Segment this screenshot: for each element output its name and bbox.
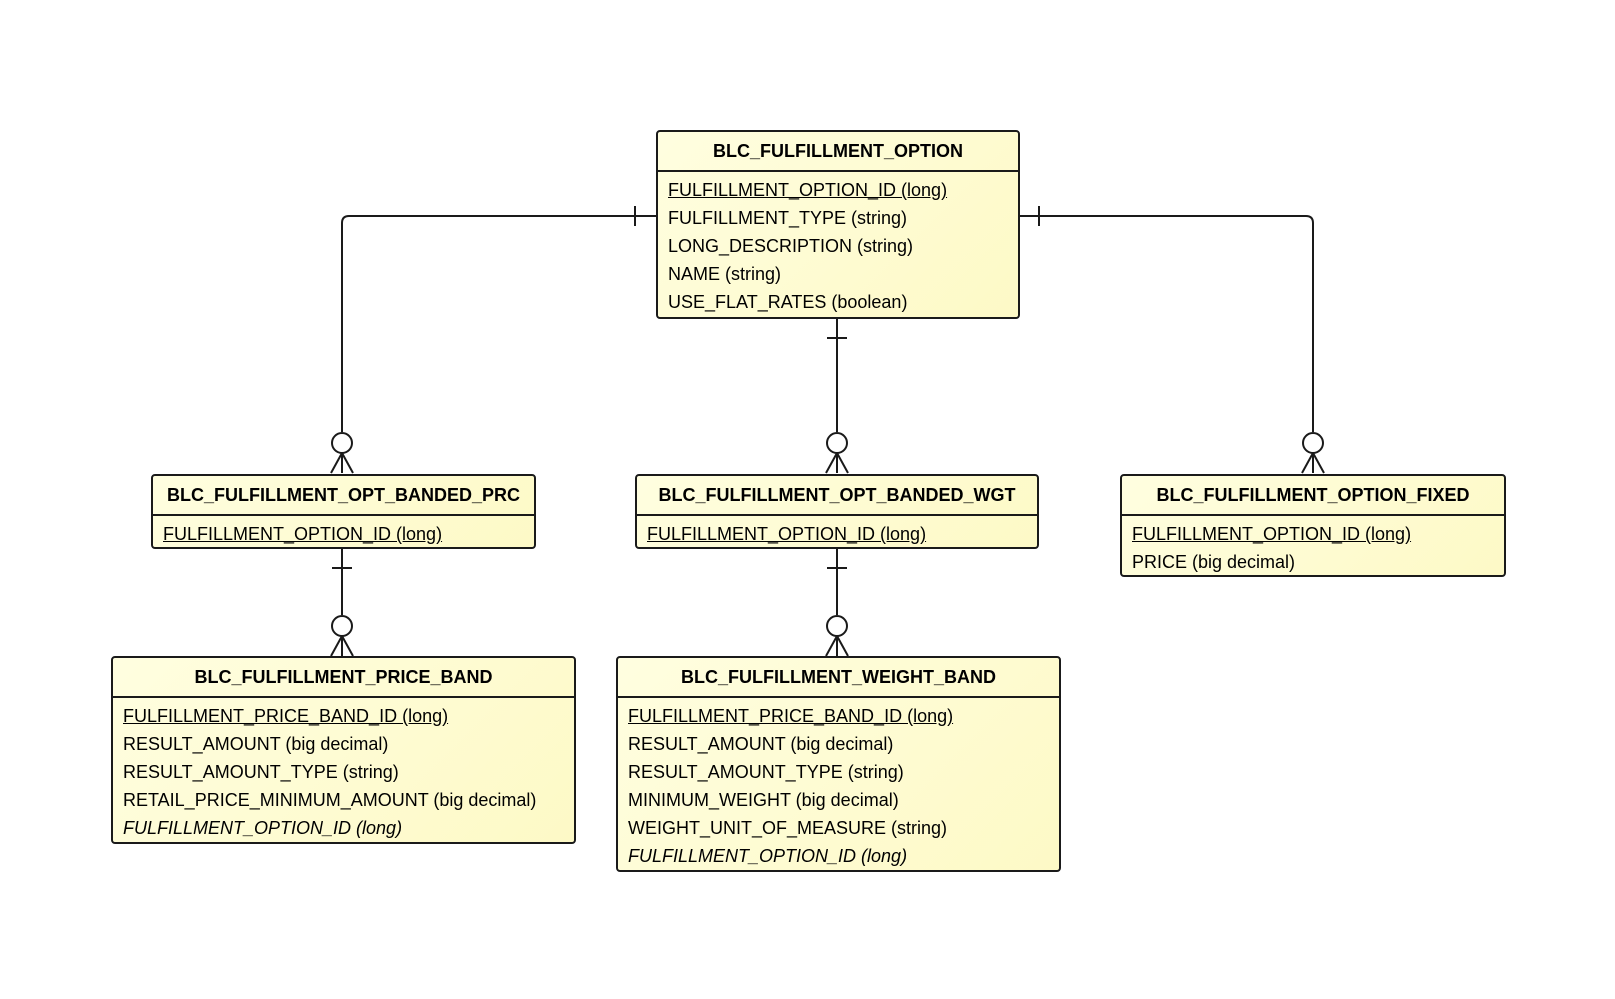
entity-fulfillment-opt-banded-wgt[interactable]: BLC_FULFILLMENT_OPT_BANDED_WGT FULFILLME… xyxy=(635,474,1039,549)
entity-title: BLC_FULFILLMENT_OPT_BANDED_PRC xyxy=(153,476,534,516)
relationship-banded-prc-price-band xyxy=(330,547,354,657)
entity-field: RESULT_AMOUNT (big decimal) xyxy=(628,734,894,754)
entity-fulfillment-option[interactable]: BLC_FULFILLMENT_OPTION FULFILLMENT_OPTIO… xyxy=(656,130,1020,319)
entity-fulfillment-price-band[interactable]: BLC_FULFILLMENT_PRICE_BAND FULFILLMENT_P… xyxy=(111,656,576,844)
relationship-option-option-fixed xyxy=(1018,206,1325,474)
entity-field: PRICE (big decimal) xyxy=(1132,552,1296,572)
entity-field-primary-key: FULFILLMENT_PRICE_BAND_ID (long) xyxy=(123,706,449,726)
entity-field-primary-key: FULFILLMENT_PRICE_BAND_ID (long) xyxy=(628,706,954,726)
relationship-option-banded-wgt xyxy=(825,317,849,474)
entity-title: BLC_FULFILLMENT_PRICE_BAND xyxy=(113,658,574,698)
entity-field-primary-key: FULFILLMENT_OPTION_ID (long) xyxy=(647,524,927,544)
entity-field-primary-key: FULFILLMENT_OPTION_ID (long) xyxy=(163,524,443,544)
entity-field: NAME (string) xyxy=(668,264,782,284)
entity-title: BLC_FULFILLMENT_OPTION xyxy=(658,132,1018,172)
entity-field: LONG_DESCRIPTION (string) xyxy=(668,236,914,256)
entity-field: RETAIL_PRICE_MINIMUM_AMOUNT (big decimal… xyxy=(123,790,537,810)
entity-field: FULFILLMENT_TYPE (string) xyxy=(668,208,908,228)
entity-field: WEIGHT_UNIT_OF_MEASURE (string) xyxy=(628,818,948,838)
entity-field: RESULT_AMOUNT_TYPE (string) xyxy=(628,762,904,782)
entity-field: MINIMUM_WEIGHT (big decimal) xyxy=(628,790,899,810)
relationship-banded-wgt-weight-band xyxy=(825,547,849,657)
entity-title: BLC_FULFILLMENT_OPT_BANDED_WGT xyxy=(637,476,1037,516)
entity-field-primary-key: FULFILLMENT_OPTION_ID (long) xyxy=(1132,524,1412,544)
relationship-option-banded-prc xyxy=(330,206,656,474)
entity-fulfillment-opt-banded-prc[interactable]: BLC_FULFILLMENT_OPT_BANDED_PRC FULFILLME… xyxy=(151,474,536,549)
entity-title: BLC_FULFILLMENT_OPTION_FIXED xyxy=(1122,476,1504,516)
entity-field-foreign-key: FULFILLMENT_OPTION_ID (long) xyxy=(628,846,908,866)
entity-field: RESULT_AMOUNT (big decimal) xyxy=(123,734,389,754)
entity-field-foreign-key: FULFILLMENT_OPTION_ID (long) xyxy=(123,818,403,838)
entity-field: USE_FLAT_RATES (boolean) xyxy=(668,292,908,312)
entity-field-primary-key: FULFILLMENT_OPTION_ID (long) xyxy=(668,180,948,200)
entity-fulfillment-weight-band[interactable]: BLC_FULFILLMENT_WEIGHT_BAND FULFILLMENT_… xyxy=(616,656,1061,872)
entity-field: RESULT_AMOUNT_TYPE (string) xyxy=(123,762,399,782)
entity-fulfillment-option-fixed[interactable]: BLC_FULFILLMENT_OPTION_FIXED FULFILLMENT… xyxy=(1120,474,1506,577)
entity-title: BLC_FULFILLMENT_WEIGHT_BAND xyxy=(618,658,1059,698)
